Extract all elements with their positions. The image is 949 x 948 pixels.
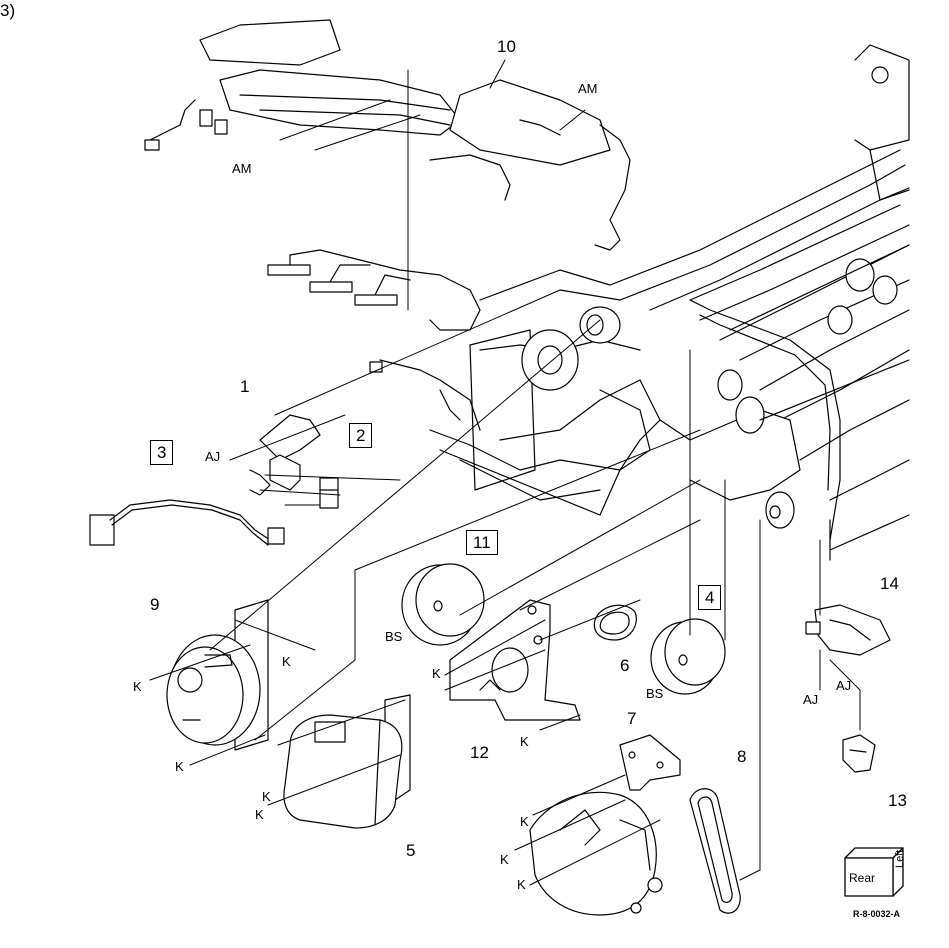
top-harness-bracket: [144, 19, 631, 251]
page-fragment-label: 3): [0, 1, 16, 20]
part-5-motor: [283, 694, 411, 829]
ref-k-7c: K: [517, 877, 526, 892]
ref-k-5b: K: [255, 807, 264, 822]
callout-9: 9: [150, 595, 160, 614]
ref-aj-part1: AJ: [205, 449, 221, 464]
ref-k-9a: K: [282, 654, 291, 669]
main-frame-assembly: [429, 44, 910, 561]
part-6-belt: [593, 604, 637, 641]
ref-k-12b: K: [520, 734, 529, 749]
callout-2: 2: [349, 423, 373, 448]
part-1-bracket: [249, 414, 321, 496]
orientation-cube: [844, 847, 904, 897]
ref-k-5a: K: [262, 789, 271, 804]
ref-aj-14a: AJ: [836, 678, 852, 693]
callout-3: 3: [150, 440, 174, 465]
ref-aj-14b: AJ: [803, 692, 819, 707]
ref-k-9c: K: [175, 759, 184, 774]
mid-harness: [267, 249, 481, 431]
callout-10: 10: [497, 37, 516, 56]
callout-12: 12: [470, 743, 489, 762]
callout-14: 14: [880, 574, 899, 593]
callout-1: 1: [240, 377, 250, 396]
callout-7: 7: [627, 709, 637, 728]
callout-5: 5: [406, 841, 416, 860]
leader-lines: [149, 59, 861, 886]
part-2-switch: [319, 477, 339, 509]
part-9-motor: [166, 599, 269, 751]
part-7-motor: [529, 734, 681, 916]
part-3-harness: [89, 499, 285, 546]
callout-11: 11: [466, 530, 498, 555]
part-14-switch: [805, 604, 891, 656]
callout-6: 6: [620, 656, 630, 675]
figure-id: R-8-0032-A: [853, 909, 901, 919]
gear-parts: [401, 563, 726, 695]
part-13-switch: [842, 734, 876, 773]
callout-4: 4: [698, 585, 722, 610]
part-8-belt: [689, 788, 741, 914]
part-12-bracket: [449, 599, 581, 721]
callout-8: 8: [737, 747, 747, 766]
ref-k-9b: K: [133, 679, 142, 694]
ref-am-top: AM: [578, 81, 598, 96]
ref-k-7b: K: [500, 852, 509, 867]
orientation-rear-label: Rear: [849, 871, 876, 885]
rollers: [521, 244, 910, 529]
ref-k-12a: K: [432, 666, 441, 681]
ref-am-left: AM: [232, 161, 252, 176]
orientation-left-label: Left: [894, 849, 906, 868]
ref-bs-4: BS: [646, 686, 664, 701]
ref-k-7a: K: [520, 814, 529, 829]
ref-bs-11: BS: [385, 629, 403, 644]
callout-13: 13: [888, 791, 907, 810]
